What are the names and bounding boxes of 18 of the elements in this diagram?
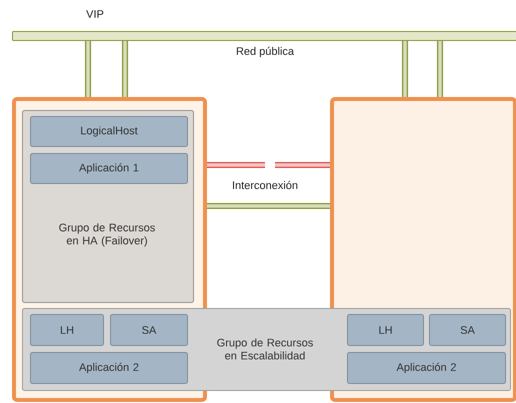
- network-label: VIP: [86, 10, 104, 18]
- resource-box: LH: [30, 314, 104, 346]
- resource-box: Aplicación 2: [30, 352, 188, 384]
- cable: [207, 202, 330, 210]
- link-label: Interconexión: [233, 180, 298, 190]
- resource-box: LogicalHost: [30, 116, 188, 147]
- node-label: Red pública: [236, 46, 294, 58]
- network-bus: Red pública: [12, 31, 516, 58]
- resource-box: SA: [429, 314, 506, 346]
- cable: [436, 41, 444, 97]
- cable: [122, 41, 128, 97]
- resource-box: Aplicación 1: [30, 153, 188, 184]
- resource-box: SA: [110, 314, 188, 346]
- cable: [84, 41, 92, 97]
- cable: [207, 162, 330, 168]
- resource-box: LH: [347, 314, 424, 346]
- resource-box: Aplicación 2: [347, 352, 506, 384]
- cable: [402, 41, 408, 97]
